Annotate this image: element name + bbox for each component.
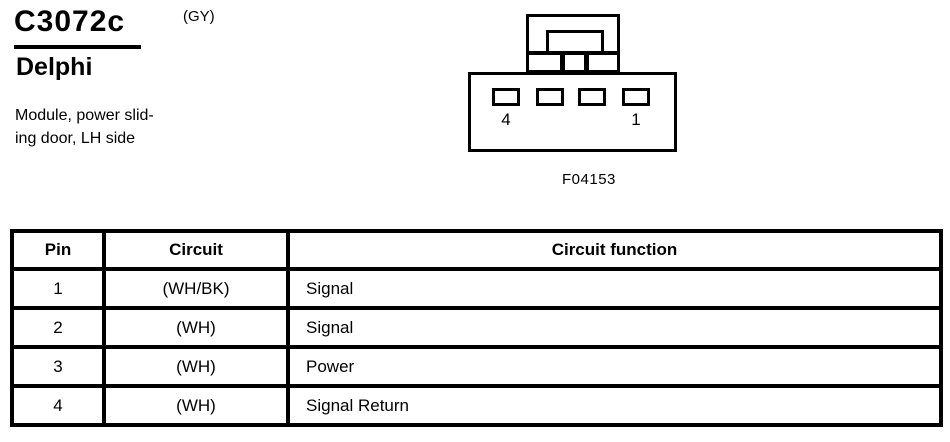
pinout-table-body: 1 (WH/BK) Signal 2 (WH) Signal 3 (WH) Po… [10, 267, 943, 427]
circuit-code: (WH) [102, 345, 290, 388]
pin-cavity-4 [492, 88, 520, 106]
pin-number-label-4: 4 [501, 110, 511, 129]
connector-color-code: (GY) [183, 8, 215, 25]
pin-number: 4 [10, 384, 106, 427]
circuit-function: Signal [286, 306, 943, 349]
connector-manufacturer: Delphi [16, 53, 93, 81]
circuit-code: (WH/BK) [102, 267, 290, 310]
connector-latch-rib-right [584, 54, 589, 72]
column-header-circuit-function: Circuit function [286, 229, 943, 271]
pinout-table-header: Pin Circuit Circuit function [10, 229, 943, 271]
circuit-function: Power [286, 345, 943, 388]
connector-body-outline [468, 72, 677, 152]
table-row-pin-2: 2 (WH) Signal [10, 306, 943, 349]
connector-latch-rib-left [560, 54, 565, 72]
pin-number: 3 [10, 345, 106, 388]
circuit-function: Signal Return [286, 384, 943, 427]
column-header-circuit: Circuit [102, 229, 290, 271]
pin-number: 2 [10, 306, 106, 349]
pin-cavity-2 [578, 88, 606, 106]
connector-description: Module, power slid- ing door, LH side [15, 104, 154, 150]
table-row-pin-4: 4 (WH) Signal Return [10, 384, 943, 427]
table-row-pin-3: 3 (WH) Power [10, 345, 943, 388]
connector-id: C3072c [14, 5, 126, 38]
pin-number: 1 [10, 267, 106, 310]
pin-cavity-3 [536, 88, 564, 106]
connector-description-line1: Module, power slid- [15, 107, 154, 124]
connector-id-underline [14, 45, 141, 49]
connector-latch-tab [546, 30, 604, 55]
circuit-code: (WH) [102, 384, 290, 427]
header-row: Pin Circuit Circuit function [10, 229, 943, 271]
pin-number-label-1: 1 [631, 110, 641, 129]
connector-latch-divider-line [526, 51, 620, 55]
connector-latch-outline [526, 14, 620, 73]
column-header-pin: Pin [10, 229, 106, 271]
circuit-code: (WH) [102, 306, 290, 349]
figure-id: F04153 [562, 171, 616, 188]
connector-description-line2: ing door, LH side [15, 130, 136, 147]
pin-cavity-1 [622, 88, 650, 106]
circuit-function: Signal [286, 267, 943, 310]
table-row-pin-1: 1 (WH/BK) Signal [10, 267, 943, 310]
pinout-table: Pin Circuit Circuit function 1 (WH/BK) S… [10, 229, 943, 427]
